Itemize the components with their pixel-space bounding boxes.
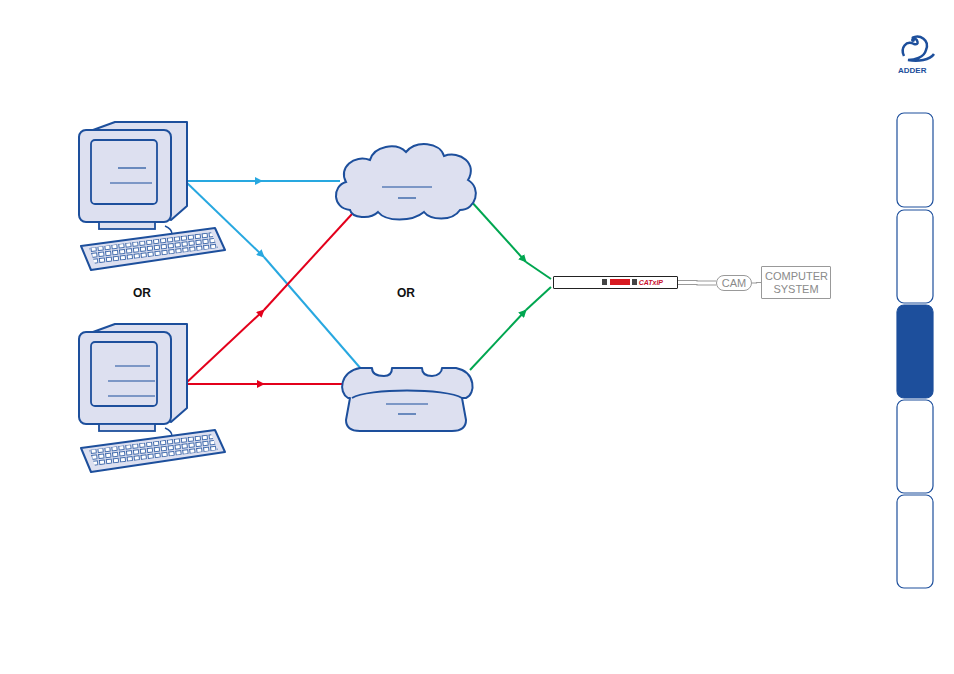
cable-connector [678,281,716,286]
camera-box: CAM [716,275,752,291]
or-label: OR [133,286,151,300]
device-box: CATxIP [553,276,678,289]
node-text: CAM [722,277,746,289]
computer-system-box: COMPUTER SYSTEM [761,266,831,299]
node-text: CATxIP [639,279,663,286]
indicator-lamp [610,279,630,285]
indicator-lamp [602,279,607,285]
logo-text: ADDER [898,66,926,75]
node-text: COMPUTER SYSTEM [765,270,827,296]
cable-connector [752,282,761,284]
indicator-lamp [632,279,637,285]
or-label: OR [397,286,415,300]
